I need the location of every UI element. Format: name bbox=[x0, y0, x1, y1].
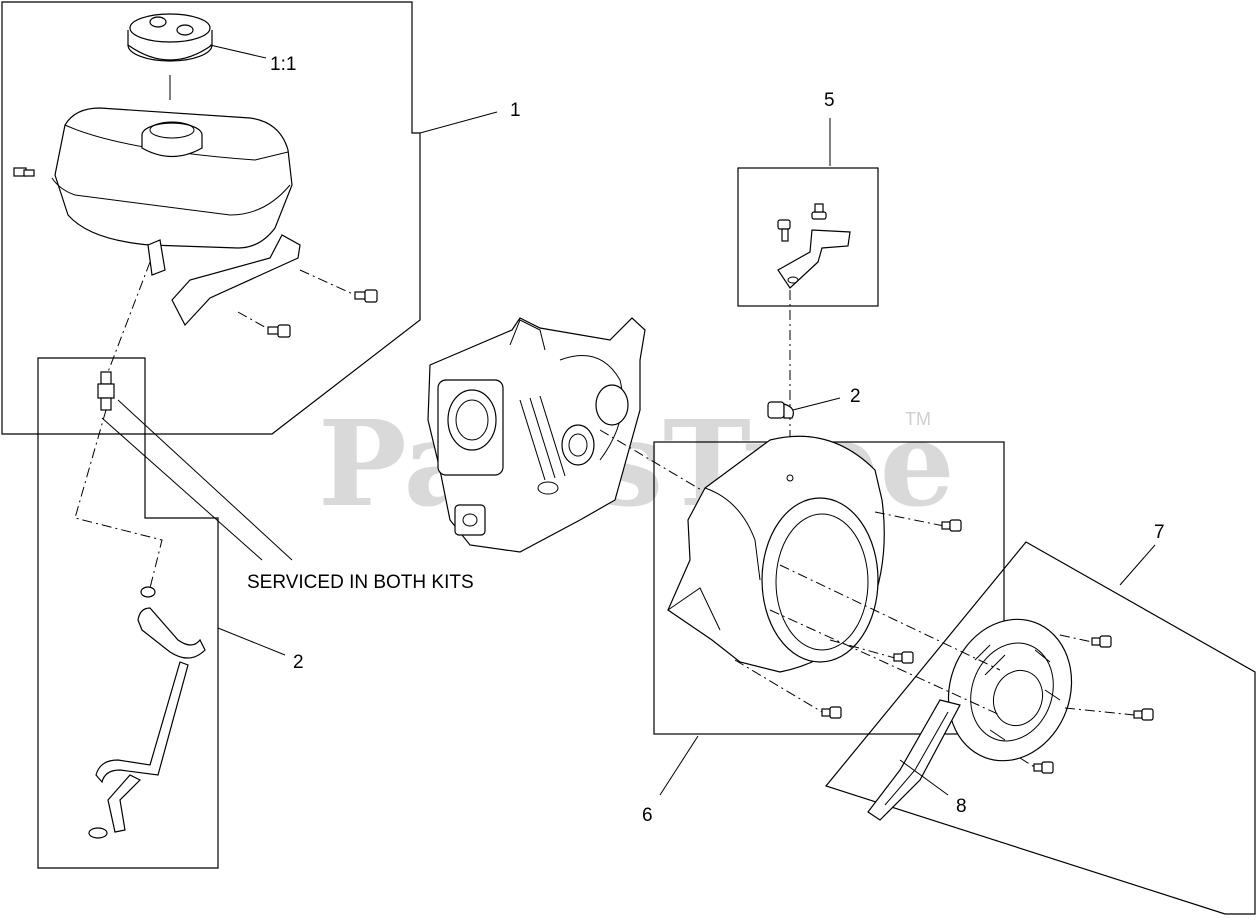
choke-bracket[interactable] bbox=[777, 229, 851, 289]
bracket-bolt-left[interactable] bbox=[777, 219, 791, 242]
wire-clip[interactable] bbox=[767, 401, 794, 419]
callout-5: 5 bbox=[824, 90, 835, 111]
callout-7: 7 bbox=[1154, 522, 1165, 543]
shroud-bolt-1[interactable] bbox=[874, 511, 962, 532]
note-leader-upper bbox=[117, 399, 293, 561]
tank-bolt[interactable] bbox=[13, 167, 35, 177]
kit-2-outline bbox=[37, 357, 219, 869]
callout-8: 8 bbox=[956, 796, 967, 817]
shield-bolt-upper[interactable] bbox=[299, 269, 378, 303]
fuel-line-path bbox=[107, 261, 151, 373]
callout-2-line: 2 bbox=[293, 652, 304, 673]
blower-housing[interactable] bbox=[667, 435, 885, 673]
leader-7 bbox=[1119, 544, 1156, 586]
engine-crankcase[interactable] bbox=[427, 317, 646, 553]
leader-2-line bbox=[217, 627, 286, 656]
heat-shield[interactable] bbox=[147, 234, 301, 327]
fuel-shutoff-fitting[interactable] bbox=[97, 371, 115, 411]
shroud-to-starter-path-1 bbox=[779, 564, 1001, 671]
kit-5-outline bbox=[737, 167, 879, 307]
leader-1-1 bbox=[209, 44, 267, 59]
callout-2-bracket: 2 bbox=[850, 386, 861, 407]
kit-7-outline bbox=[824, 541, 1256, 915]
bracket-bolt-right[interactable] bbox=[811, 203, 827, 220]
shield-bolt-lower[interactable] bbox=[237, 311, 291, 338]
shroud-to-starter-path-2 bbox=[769, 609, 1001, 716]
serviced-note: SERVICED IN BOTH KITS bbox=[247, 572, 474, 593]
shroud-bolt-2[interactable] bbox=[829, 639, 914, 664]
starter-bolt-2[interactable] bbox=[1064, 707, 1154, 721]
callout-1-1: 1:1 bbox=[270, 54, 296, 75]
note-leader-lower bbox=[101, 417, 263, 561]
fuel-hose[interactable] bbox=[88, 586, 206, 839]
fuel-cap[interactable] bbox=[127, 13, 213, 100]
leader-6 bbox=[659, 735, 699, 796]
recoil-starter[interactable] bbox=[867, 602, 1091, 821]
fuel-tank[interactable] bbox=[51, 107, 293, 263]
callout-1: 1 bbox=[510, 100, 521, 121]
callout-6: 6 bbox=[642, 805, 653, 826]
leader-2-bracket bbox=[792, 397, 841, 411]
fuel-hose-path bbox=[74, 409, 163, 589]
shroud-bolt-3[interactable] bbox=[734, 659, 842, 719]
starter-bolt-1[interactable] bbox=[1059, 634, 1112, 648]
watermark-trademark: TM bbox=[905, 409, 931, 429]
starter-bolt-3[interactable] bbox=[1019, 757, 1054, 774]
leader-8 bbox=[899, 759, 949, 796]
kit-1-outline bbox=[1, 1, 421, 435]
leader-1 bbox=[419, 111, 498, 134]
